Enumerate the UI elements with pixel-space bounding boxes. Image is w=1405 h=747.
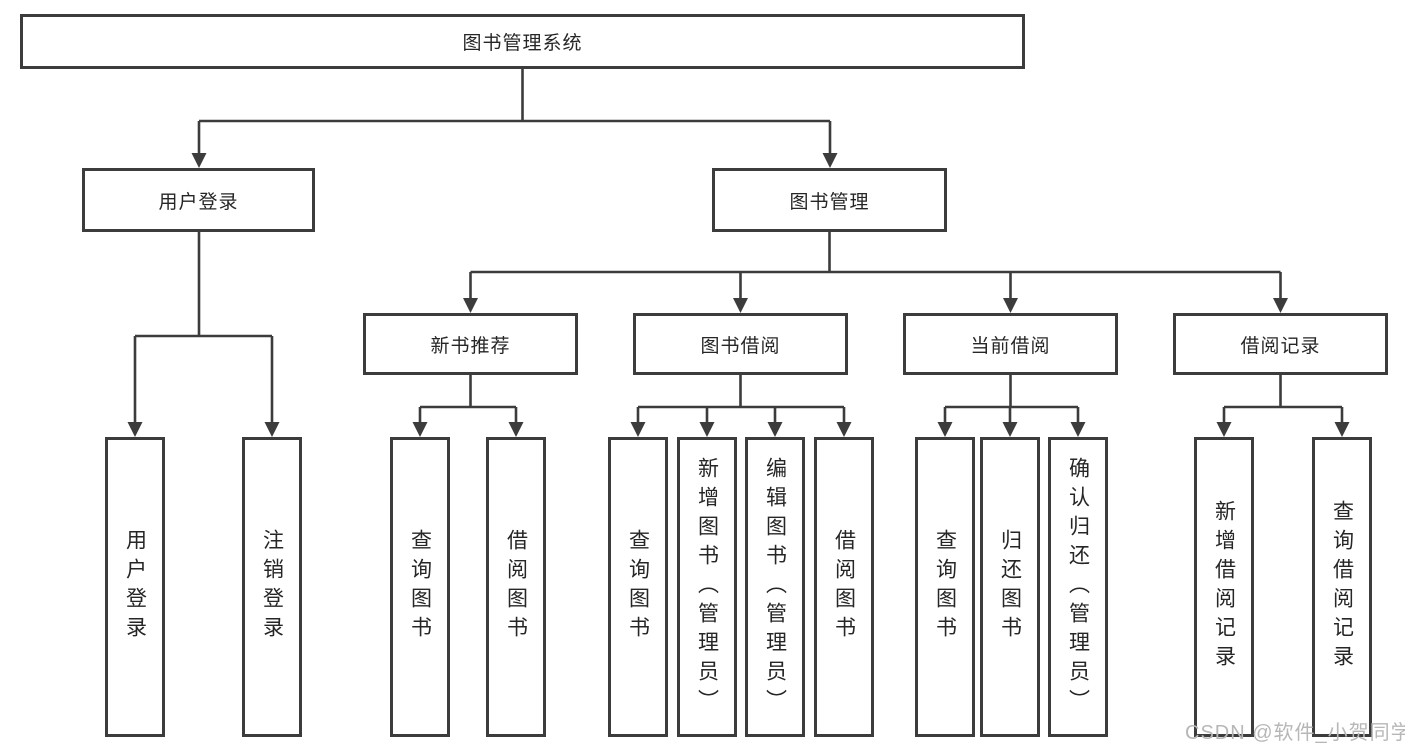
leaf-edit-book-admin: 编辑图书（管理员）: [745, 437, 805, 737]
node-book-borrowing: 图书借阅: [633, 313, 848, 375]
node-label: 确认归还（管理员）: [1066, 456, 1090, 718]
node-label: 用户登录: [158, 191, 239, 213]
node-label: 新增图书（管理员）: [695, 456, 719, 718]
node-label: 图书管理系统: [462, 33, 583, 54]
leaf-user-login: 用户登录: [105, 437, 165, 737]
leaf-query-books: 查询图书: [915, 437, 975, 737]
leaf-add-book-admin: 新增图书（管理员）: [677, 437, 737, 737]
node-new-book-recommendation: 新书推荐: [363, 313, 578, 375]
node-label: 查询图书: [626, 529, 650, 645]
leaf-borrow-books: 借阅图书: [486, 437, 546, 737]
node-label: 借阅图书: [832, 529, 856, 645]
leaf-query-books: 查询图书: [608, 437, 668, 737]
leaf-query-books: 查询图书: [390, 437, 450, 737]
watermark: CSDN @软件_小贺同学: [1185, 722, 1405, 744]
node-label: 查询图书: [408, 529, 432, 645]
node-current-borrowing: 当前借阅: [903, 313, 1118, 375]
node-label: 归还图书: [998, 529, 1022, 645]
node-label: 图书管理: [789, 191, 870, 213]
leaf-confirm-return-admin: 确认归还（管理员）: [1048, 437, 1108, 737]
leaf-borrow-books: 借阅图书: [814, 437, 874, 737]
node-label: 编辑图书（管理员）: [763, 456, 787, 718]
node-label: 借阅记录: [1240, 335, 1321, 357]
node-label: 当前借阅: [970, 335, 1051, 357]
node-label: 注销登录: [260, 529, 284, 645]
node-label: 用户登录: [123, 529, 147, 645]
node-label: 查询借阅记录: [1330, 500, 1354, 674]
leaf-query-borrow-record: 查询借阅记录: [1312, 437, 1372, 737]
node-borrowing-records: 借阅记录: [1173, 313, 1388, 375]
leaf-logout: 注销登录: [242, 437, 302, 737]
node-label: 新书推荐: [430, 335, 511, 357]
node-book-management: 图书管理: [712, 168, 947, 232]
node-label: 新增借阅记录: [1212, 500, 1236, 674]
node-user-login: 用户登录: [82, 168, 315, 232]
node-label: 查询图书: [933, 529, 957, 645]
leaf-add-borrow-record: 新增借阅记录: [1194, 437, 1254, 737]
node-library-management-system: 图书管理系统: [20, 14, 1025, 69]
node-label: 图书借阅: [700, 335, 781, 357]
node-label: 借阅图书: [504, 529, 528, 645]
leaf-return-book: 归还图书: [980, 437, 1040, 737]
